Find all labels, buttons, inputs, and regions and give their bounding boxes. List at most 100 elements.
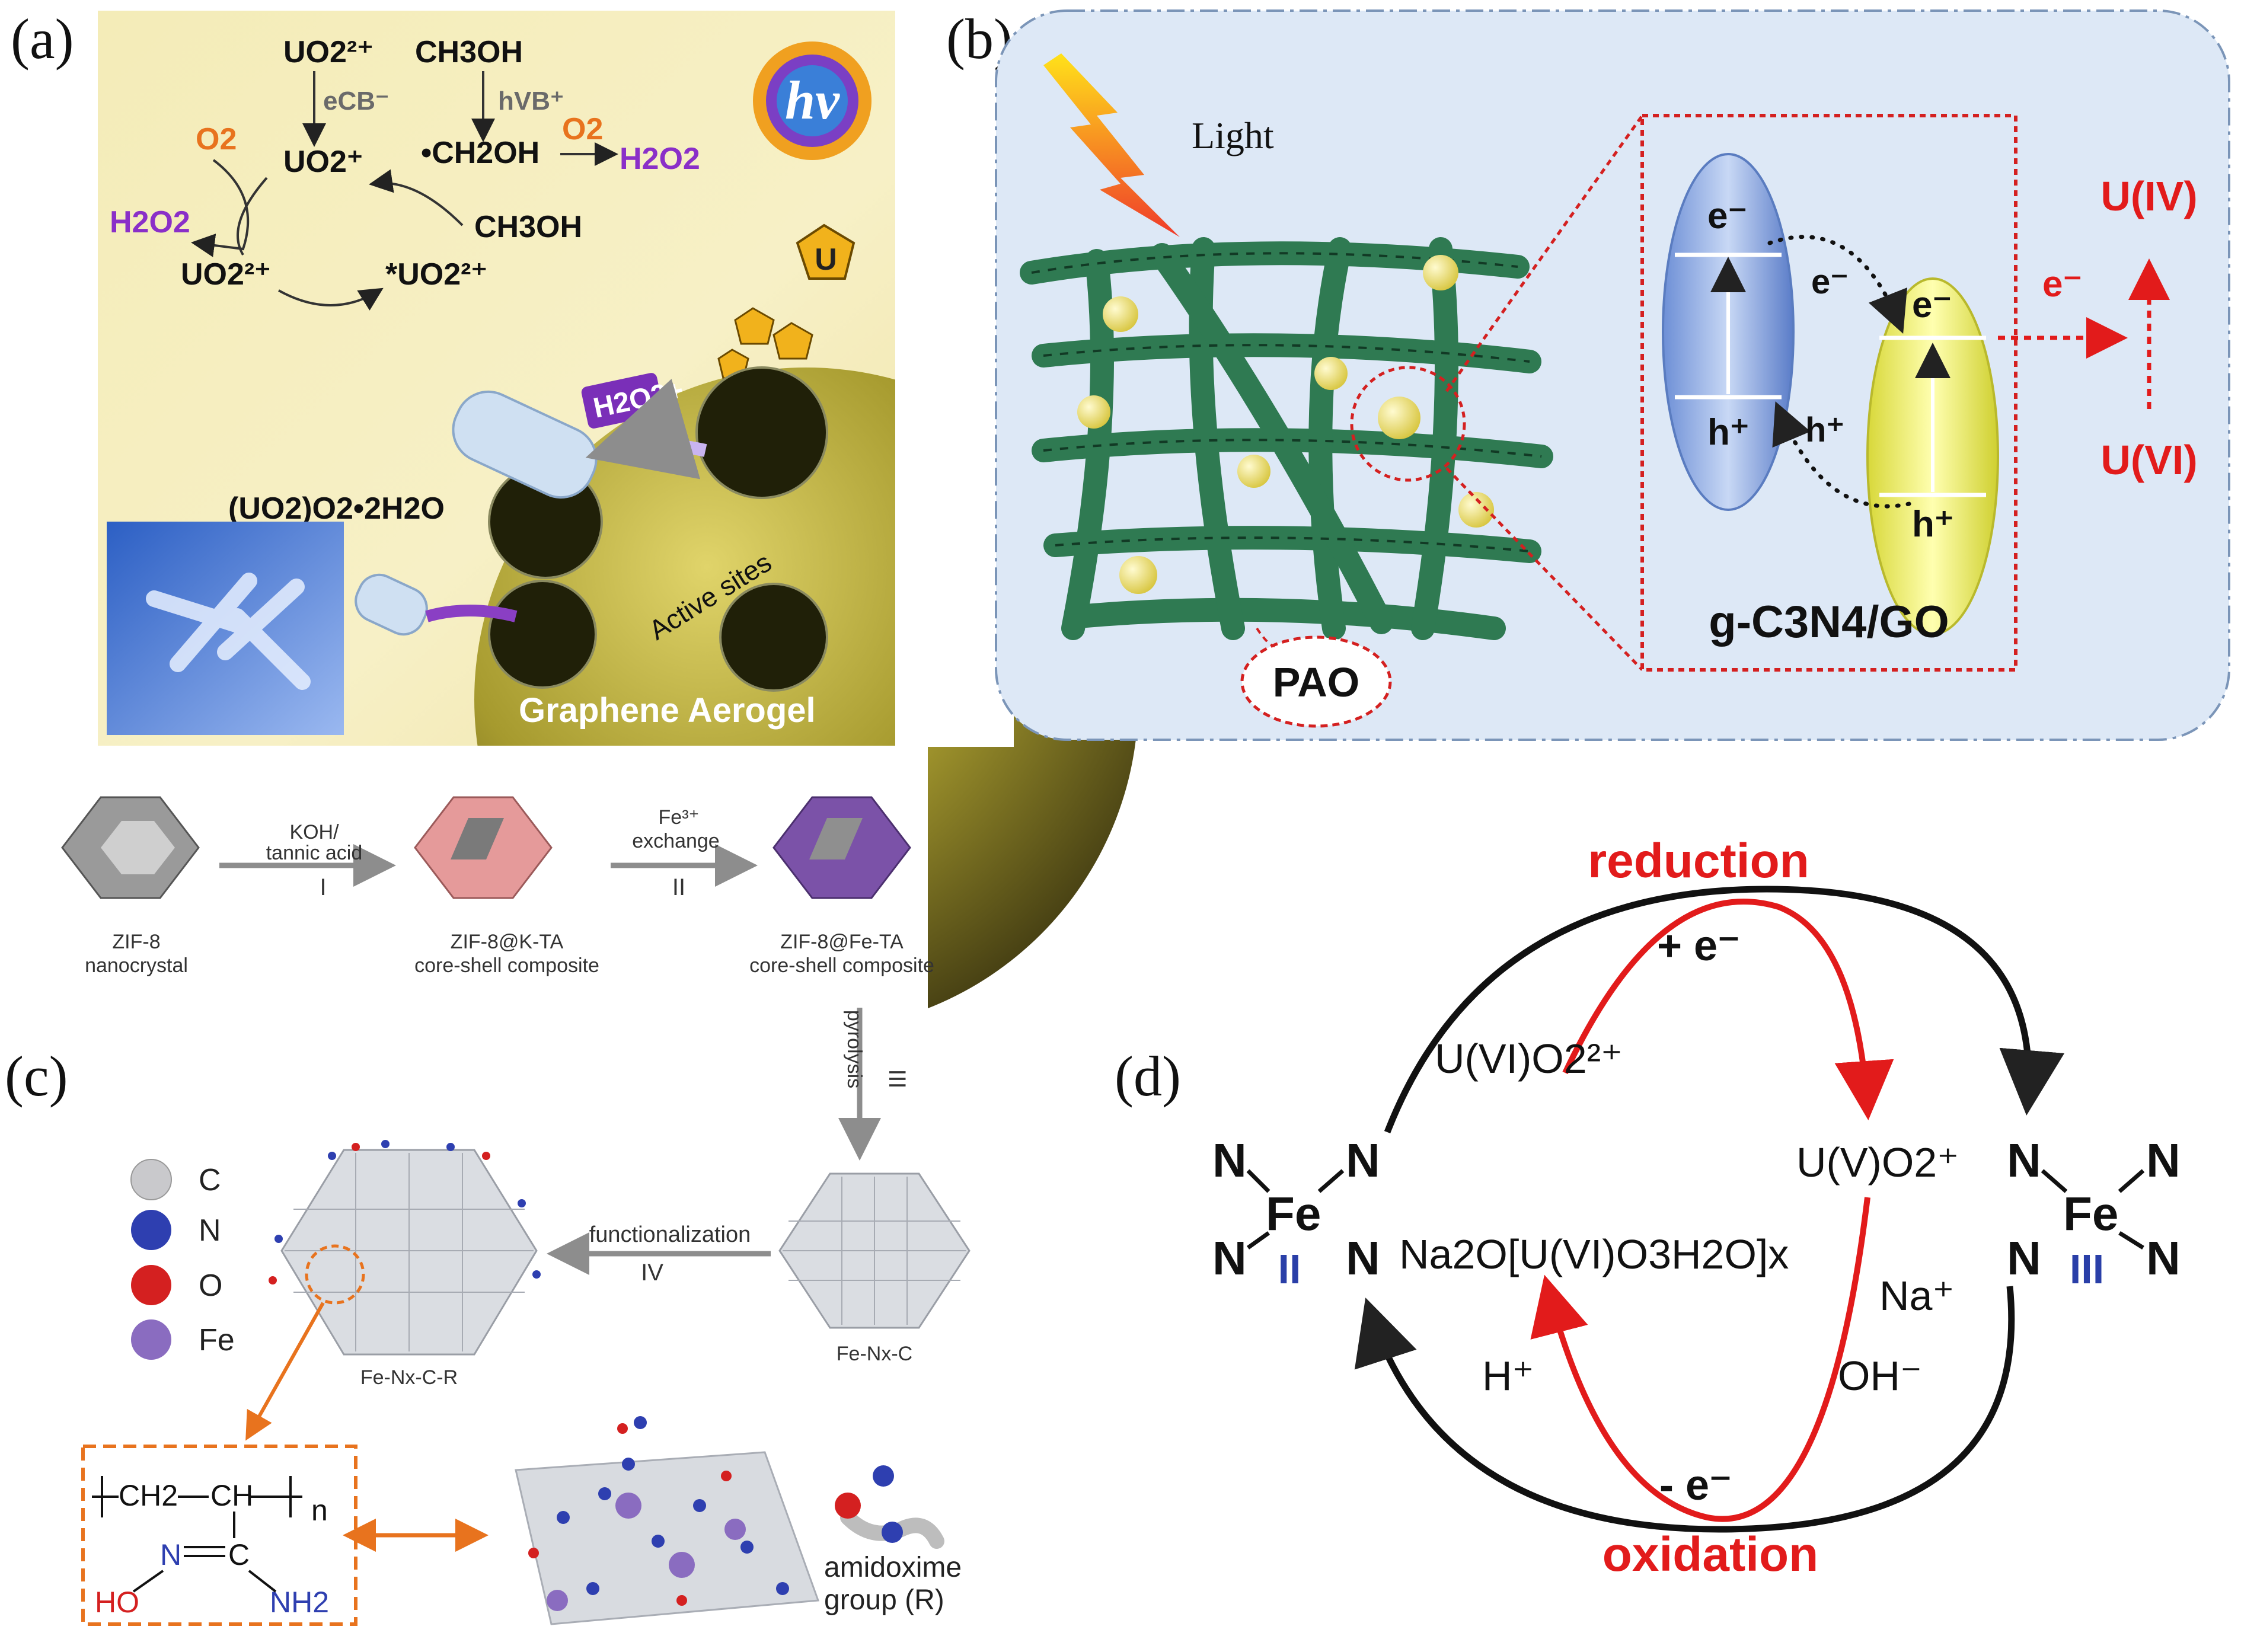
ch2oh-radical: •CH2OH: [421, 136, 540, 170]
zifk-label-1: ZIF-8@K-TA: [451, 931, 564, 953]
arrow-adsorb: [585, 379, 707, 480]
fe3-oxidation-state: III: [2070, 1246, 2104, 1292]
panel-a: hv UO2²⁺ CH3OH eCB⁻ hVB⁺ O2 UO2⁺ •CH2OH …: [98, 11, 1138, 1101]
legend-swatch-n: [131, 1210, 171, 1250]
h2o2-left: H2O2: [110, 205, 190, 239]
u6-uranyl-label: U(VI)O2²⁺: [1435, 1036, 1623, 1082]
step3-label: pyrolysis: [843, 1010, 866, 1088]
step1-line1: KOH/: [289, 821, 339, 843]
product-formula: (UO2)O2•2H2O: [228, 491, 445, 526]
fe2-n-bottomleft: N: [1212, 1232, 1247, 1284]
u4-label: U(IV): [2100, 173, 2197, 219]
uo2-2plus-top: UO2²⁺: [283, 35, 374, 69]
step2-line2: exchange: [632, 830, 719, 852]
sem-crystals: [146, 573, 311, 690]
legend-label-o: O: [199, 1268, 222, 1303]
ecb-label: eCB⁻: [323, 87, 389, 116]
u6-label: U(VI): [2100, 437, 2197, 483]
zoom-arrow-c: [245, 1302, 325, 1441]
light-label: Light: [1192, 114, 1274, 156]
uo2-2plus-bottom: UO2²⁺: [181, 257, 271, 292]
fe3-n-bottomright: N: [2146, 1232, 2181, 1284]
bottom-black-arc: [1354, 1286, 2015, 1533]
o2-right: O2: [562, 112, 603, 146]
ch3oh-top: CH3OH: [415, 35, 523, 69]
uranium-badges: U: [717, 223, 855, 379]
gc3n4-particles: [1077, 255, 1494, 594]
panel-d: reduction + e⁻ - e⁻ oxidation U(VI)O2²⁺ …: [1212, 834, 2181, 1581]
u5-uranyl-label: U(V)O2⁺: [1796, 1139, 1959, 1186]
h2o2-right: H2O2: [620, 142, 700, 176]
fenxcr-label: Fe-Nx-C-R: [360, 1366, 458, 1389]
pao-callout: [1240, 635, 1392, 728]
hydroxide-label: OH⁻: [1838, 1353, 1922, 1399]
proton-label: H⁺: [1482, 1353, 1534, 1399]
uo2-plus: UO2⁺: [283, 145, 363, 179]
u-label-large: U: [815, 242, 837, 277]
electron-out-label: e⁻: [2042, 264, 2082, 305]
lightning-icon: [1043, 53, 1180, 237]
fe3-center: Fe: [2063, 1187, 2118, 1240]
fe-nx-c-sphere: [778, 1172, 971, 1329]
band-e-blue: e⁻: [1707, 196, 1747, 237]
fe3-n-bottomleft: N: [2007, 1232, 2041, 1284]
arrow-product: [425, 605, 518, 622]
legend-label-c: C: [199, 1163, 221, 1197]
sodium-ion-label: Na⁺: [1879, 1273, 1954, 1319]
panel-b-frame: [995, 9, 2230, 741]
pao-label: PAO: [1273, 659, 1360, 705]
amidoxime-group-model: [835, 1465, 944, 1549]
panel-label-c: (c): [5, 1044, 68, 1108]
step1-number: I: [320, 874, 326, 900]
polymer-ch2: CH2: [119, 1479, 178, 1512]
reduction-red-arc: [1562, 899, 1894, 1120]
step2-line1: Fe³⁺: [659, 806, 700, 829]
band-h-transfer: h⁺: [1805, 411, 1844, 449]
panel-c: KOH/ tannic acid I Fe³⁺ exchange II pyro…: [61, 796, 971, 1626]
graphene-aerogel-label: Graphene Aerogel: [519, 691, 816, 730]
hole-transfer-arrow: [1772, 401, 1911, 509]
step3-number: III: [884, 1069, 910, 1088]
fe3-n-topright: N: [2146, 1134, 2181, 1187]
ch3oh-right: CH3OH: [474, 210, 582, 244]
band-h-yellow: h⁺: [1912, 504, 1954, 545]
legend-label-fe: Fe: [199, 1323, 235, 1357]
polymer-n-atom: N: [160, 1538, 181, 1571]
polymer-structure-box: [81, 1445, 357, 1626]
fe2-n-topleft: N: [1212, 1134, 1247, 1187]
step4-number: IV: [641, 1260, 663, 1286]
polymer-ch: CH: [210, 1479, 253, 1512]
band-e-transfer: e⁻: [1811, 263, 1849, 301]
fe2-n-bottomright: N: [1346, 1232, 1380, 1284]
zife-label-1: ZIF-8@Fe-TA: [780, 931, 904, 953]
legend-swatch-fe: [131, 1319, 171, 1360]
polymer-n-subscript: n: [311, 1494, 328, 1527]
functionalized-graphene-sheet: [515, 1416, 820, 1625]
arrow-ch3oh-back: [369, 169, 464, 226]
panel-label-d: (d): [1115, 1044, 1181, 1108]
zifk-label-2: core-shell composite: [414, 954, 599, 977]
hvb-label: hVB⁺: [498, 87, 564, 116]
reduction-label: reduction: [1588, 834, 1809, 888]
top-black-arc: [1384, 886, 2065, 1134]
active-site-circles: [488, 366, 828, 692]
fe3-n-topleft: N: [2007, 1134, 2041, 1187]
legend-swatch-c: [130, 1159, 172, 1200]
fe-iii-complex: N N N N Fe III: [2007, 1134, 2181, 1292]
amidoxime-label-2: group (R): [824, 1584, 944, 1616]
zif8-label-2: nanocrystal: [85, 954, 188, 977]
fe-ii-complex: N N N N Fe II: [1212, 1134, 1380, 1292]
polymer-ho: HO: [95, 1586, 139, 1619]
oxidation-red-arc: [1530, 1197, 1870, 1522]
minus-electron-label: - e⁻: [1659, 1462, 1732, 1509]
band-e-yellow: e⁻: [1912, 285, 1952, 325]
panel-label-a: (a): [11, 7, 74, 71]
atom-legend: C N O Fe: [130, 1159, 235, 1360]
zoom-circle-c: [305, 1244, 365, 1305]
electron-transfer-arrow: [1767, 235, 1907, 334]
nanorod-cylinders: [355, 390, 598, 636]
fenxc-label: Fe-Nx-C: [837, 1343, 912, 1365]
panel-b: Light: [995, 9, 2230, 741]
amidoxime-label-1: amidoxime: [824, 1552, 962, 1583]
